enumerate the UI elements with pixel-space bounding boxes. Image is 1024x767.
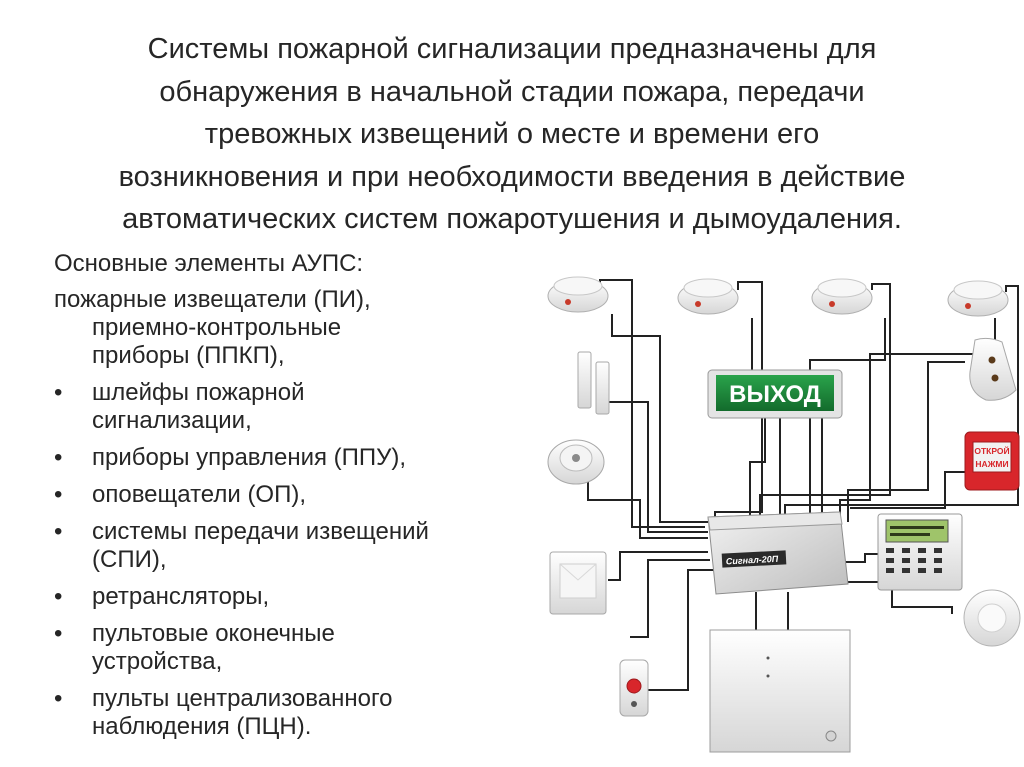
panel-label: Сигнал-20П bbox=[726, 554, 779, 567]
list-item: • оповещатели (ОП), bbox=[54, 481, 524, 509]
heat-detector-icon bbox=[969, 337, 1017, 401]
smoke-detector-icon bbox=[811, 278, 873, 315]
list-item-line: пожарные извещатели (ПИ), bbox=[54, 286, 371, 313]
power-supply-icon bbox=[709, 629, 851, 753]
bullet-icon: • bbox=[54, 583, 63, 610]
list-item: • ретрансляторы, bbox=[54, 583, 524, 611]
smoke-detector-icon bbox=[547, 276, 609, 313]
list-item: • приборы управления (ППУ), bbox=[54, 444, 524, 472]
list-intro: Основные элементы АУПС: bbox=[54, 250, 364, 277]
list-item-line: приемно-контрольные bbox=[92, 314, 342, 341]
call-point-text-top: ОТКРОЙ bbox=[974, 445, 1009, 456]
list-item-line: наблюдения (ПЦН). bbox=[92, 713, 312, 740]
exit-sign-icon: ВЫХОД bbox=[707, 369, 843, 419]
exit-sign-text: ВЫХОД bbox=[729, 381, 821, 408]
control-panel-icon: Сигнал-20П bbox=[707, 511, 849, 595]
title-line: возникновения и при необходимости введен… bbox=[118, 160, 906, 193]
bullet-icon: • bbox=[54, 379, 63, 406]
bullet-icon: • bbox=[54, 518, 63, 545]
title-line: обнаружения в начальной стадии пожара, п… bbox=[159, 75, 865, 108]
list-item-line: оповещатели (ОП), bbox=[92, 481, 307, 508]
title-line: тревожных извещений о месте и времени ег… bbox=[204, 118, 820, 150]
list-item-line: системы передачи извещений bbox=[92, 518, 429, 545]
alarm-system-diagram: ВЫХОД ОТКРОЙ НАЖМИ Сигнал-20П bbox=[547, 276, 1021, 753]
slide-title: Системы пожарной сигнализации предназнач… bbox=[40, 28, 984, 241]
list-item-line: приборы (ППКП), bbox=[92, 342, 285, 369]
smoke-detector-icon bbox=[947, 280, 1009, 317]
list-item: • пультовые оконечные устройства, bbox=[54, 620, 524, 676]
elements-list: Основные элементы АУПС: пожарные извещат… bbox=[54, 250, 524, 741]
list-item-line: пульты централизованного bbox=[92, 685, 393, 712]
magnetic-contact-sensor-icon bbox=[577, 351, 610, 415]
list-item-line: сигнализации, bbox=[92, 407, 252, 434]
list-item: • шлейфы пожарной сигнализации, bbox=[54, 379, 524, 435]
list-item-line: ретрансляторы, bbox=[92, 583, 270, 610]
wires bbox=[587, 279, 1019, 691]
list-item: пожарные извещатели (ПИ), приемно-контро… bbox=[54, 286, 524, 370]
list-item-line: приборы управления (ППУ), bbox=[92, 444, 407, 471]
alarm-button-icon bbox=[619, 659, 649, 717]
list-item-line: шлейфы пожарной bbox=[92, 379, 305, 406]
keypad-icon bbox=[877, 513, 963, 591]
list-item-line: пультовые оконечные bbox=[92, 620, 335, 647]
manual-call-point-icon: ОТКРОЙ НАЖМИ bbox=[964, 431, 1020, 491]
sounder-icon bbox=[547, 439, 605, 485]
list-item-line: устройства, bbox=[92, 648, 223, 675]
bullet-icon: • bbox=[54, 685, 63, 712]
list-item: • пульты централизованного наблюдения (П… bbox=[54, 685, 524, 741]
bullet-icon: • bbox=[54, 620, 63, 647]
title-line: автоматических систем пожаротушения и ды… bbox=[122, 203, 902, 235]
motion-detector-icon bbox=[549, 551, 607, 615]
list-item-line: (СПИ), bbox=[92, 546, 167, 573]
title-line: Системы пожарной сигнализации предназнач… bbox=[147, 33, 877, 65]
list-item: • системы передачи извещений (СПИ), bbox=[54, 518, 524, 574]
bullet-icon: • bbox=[54, 444, 63, 471]
bullet-icon: • bbox=[54, 481, 63, 508]
smoke-detector-icon bbox=[677, 278, 739, 315]
call-point-text-bottom: НАЖМИ bbox=[975, 459, 1008, 469]
ceiling-detector-icon bbox=[963, 589, 1021, 647]
